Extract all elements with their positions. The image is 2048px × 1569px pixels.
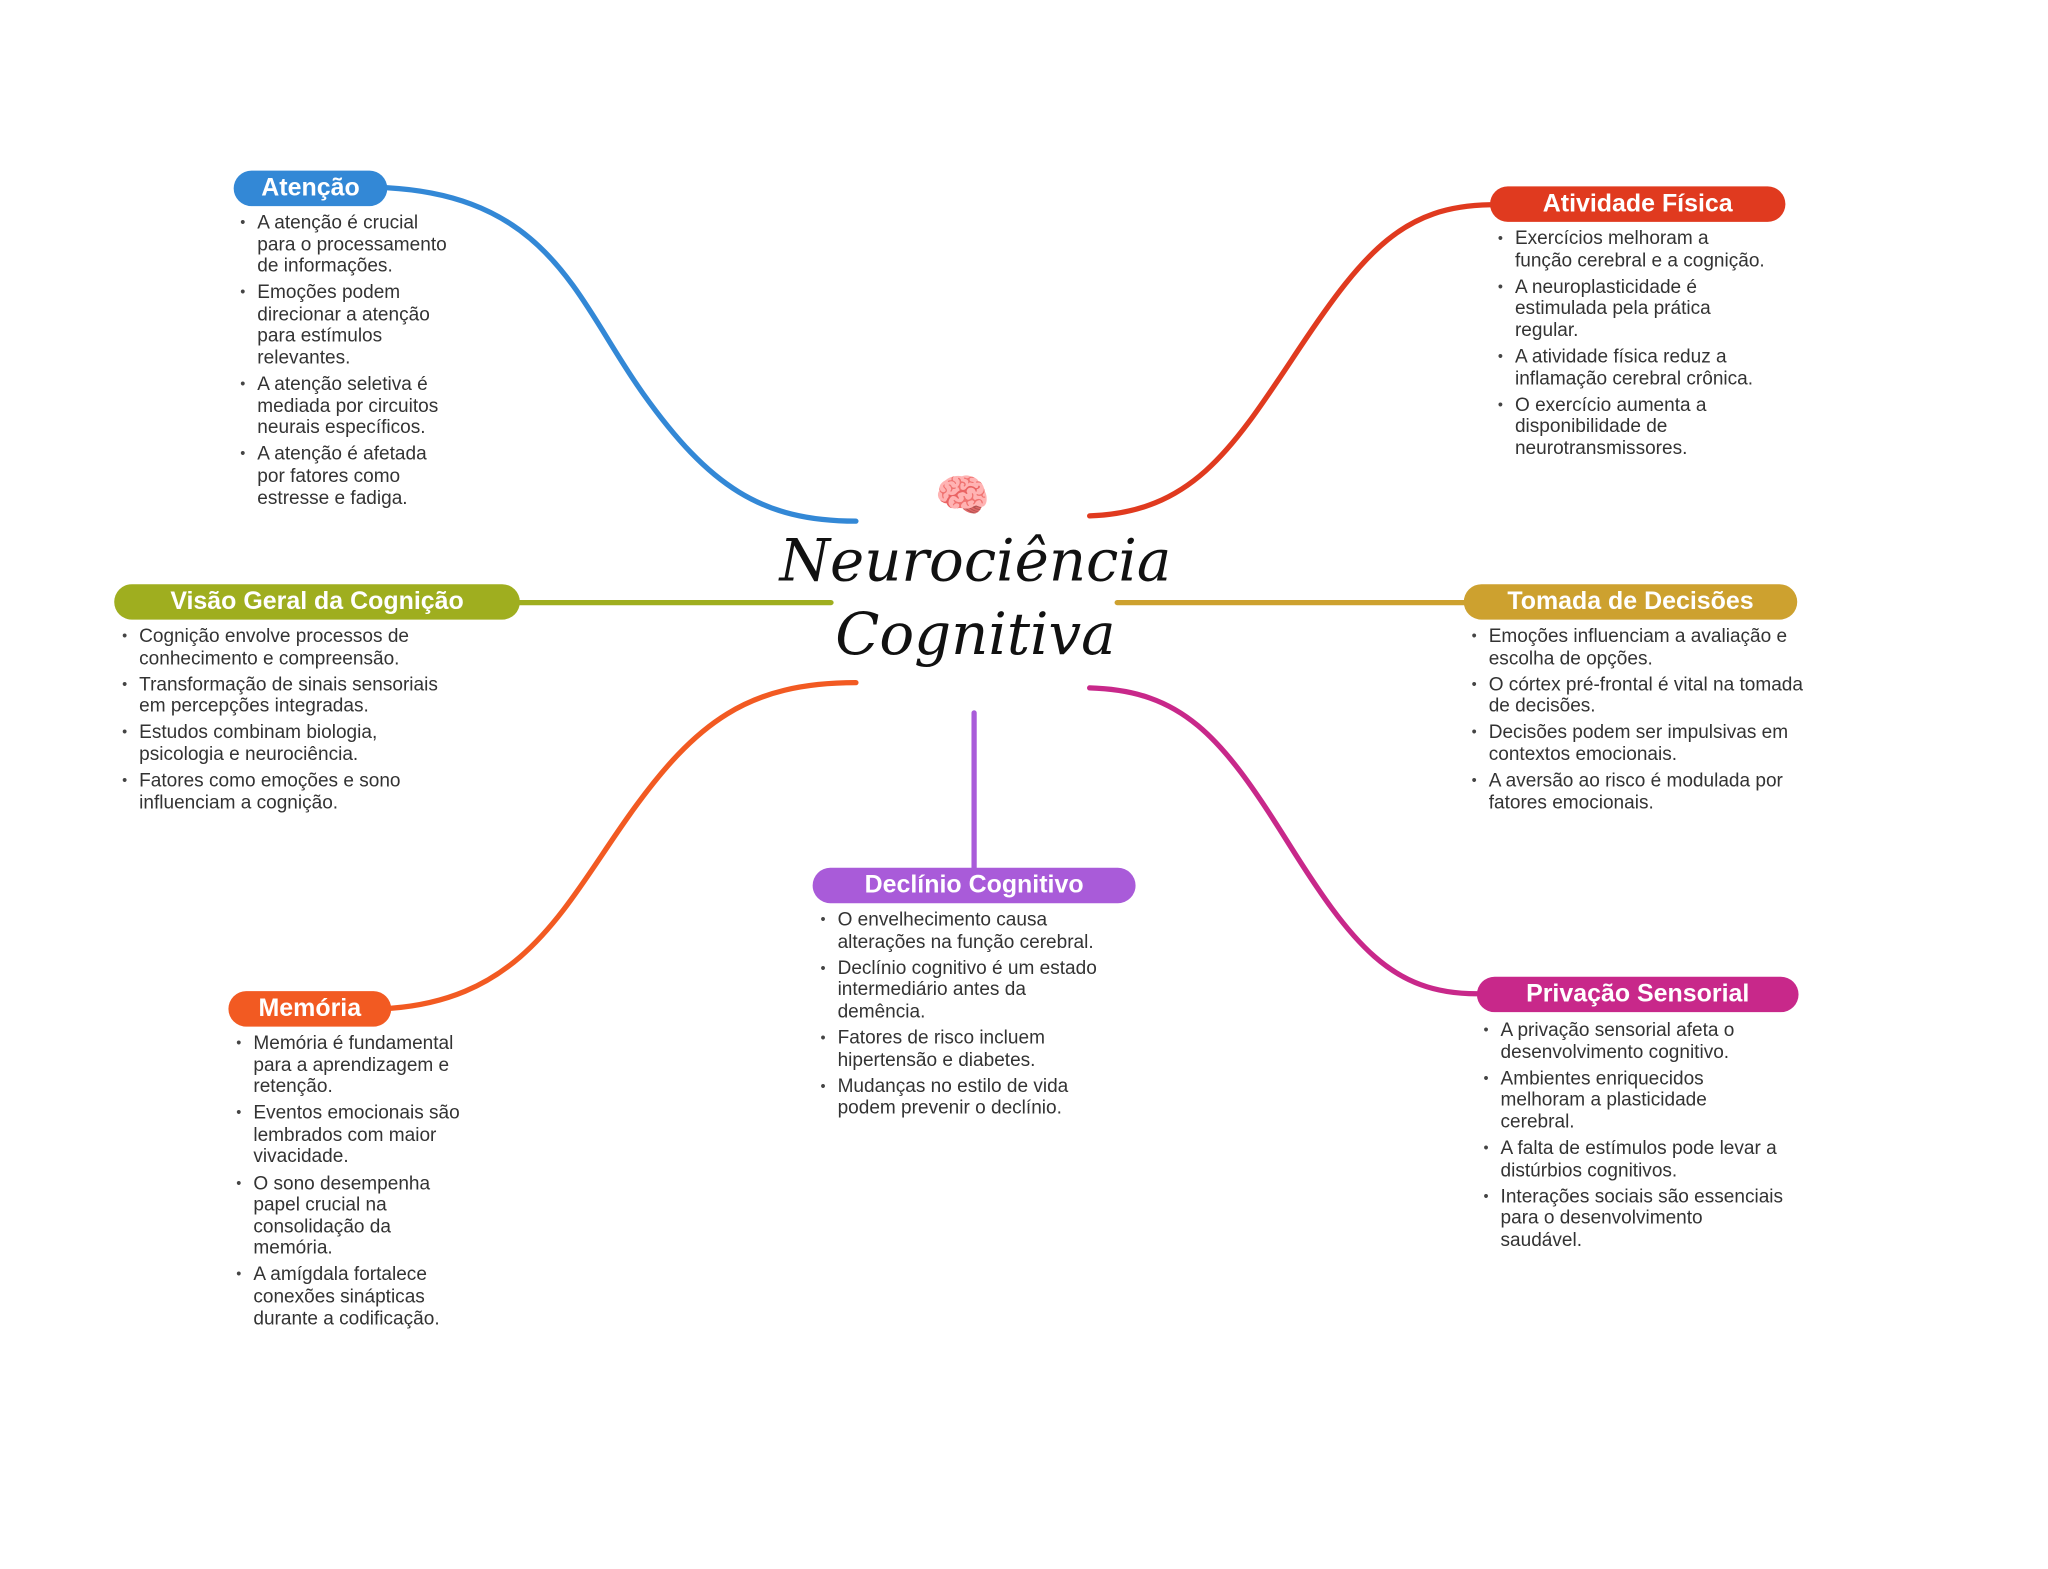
privacao-notes: A privação sensorial afeta o desenvolvim…: [1483, 1020, 1785, 1256]
list-item: O exercício aumenta a disponibilidade de…: [1498, 395, 1767, 460]
list-item: A amígdala fortalece conexões sinápticas…: [236, 1265, 462, 1330]
list-item: A atividade física reduz a inflamação ce…: [1498, 347, 1767, 391]
central-title-line2: Cognitiva: [835, 601, 1116, 669]
list-item: Exercícios melhoram a função cerebral e …: [1498, 228, 1767, 272]
list-item: Memória é fundamental para a aprendizage…: [236, 1033, 462, 1098]
list-item: A atenção seletiva é mediada por circuit…: [240, 374, 450, 439]
list-item: A atenção é crucial para o processamento…: [240, 213, 450, 278]
list-item: Fatores como emoções e sono influenciam …: [122, 771, 466, 815]
list-item: A falta de estímulos pode levar a distúr…: [1483, 1138, 1785, 1182]
list-item: A neuroplasticidade é estimulada pela pr…: [1498, 277, 1767, 342]
atividade-notes: Exercícios melhoram a função cerebral e …: [1498, 228, 1767, 464]
atencao-notes: A atenção é crucial para o processamento…: [240, 213, 450, 515]
list-item: Interações sociais são essenciais para o…: [1483, 1186, 1785, 1251]
topic-visao-geral[interactable]: Visão Geral da Cognição: [114, 584, 520, 620]
brain-icon: 🧠: [934, 471, 991, 522]
topic-atividade-fisica[interactable]: Atividade Física: [1490, 186, 1786, 222]
topic-atencao[interactable]: Atenção: [233, 170, 388, 207]
topic-memoria[interactable]: Memória: [228, 991, 392, 1027]
list-item: Eventos emocionais são lembrados com mai…: [236, 1103, 462, 1168]
topic-declinio-cognitivo[interactable]: Declínio Cognitivo: [812, 867, 1136, 904]
memoria-notes: Memória é fundamental para a aprendizage…: [236, 1033, 462, 1335]
list-item: Cognição envolve processos de conhecimen…: [122, 626, 466, 670]
list-item: Emoções podem direcionar a atenção para …: [240, 283, 450, 370]
link-atencao: [384, 185, 859, 524]
link-privacao: [1086, 685, 1480, 997]
list-item: O sono desempenha papel crucial na conso…: [236, 1173, 462, 1260]
declinio-notes: O envelhecimento causa alterações na fun…: [821, 910, 1116, 1124]
topic-privacao-sensorial[interactable]: Privação Sensorial: [1476, 976, 1799, 1013]
link-atividade: [1086, 202, 1493, 519]
list-item: A atenção é afetada por fatores como est…: [240, 444, 450, 509]
list-item: O córtex pré-frontal é vital na tomada d…: [1472, 674, 1807, 718]
tomada-notes: Emoções influenciam a avaliação e escolh…: [1472, 626, 1807, 819]
link-memoria: [388, 680, 859, 1011]
topic-tomada-decisoes[interactable]: Tomada de Decisões: [1463, 584, 1798, 620]
list-item: A aversão ao risco é modulada por fatore…: [1472, 771, 1807, 815]
list-item: Ambientes enriquecidos melhoram a plasti…: [1483, 1068, 1785, 1133]
list-item: A privação sensorial afeta o desenvolvim…: [1483, 1020, 1785, 1064]
list-item: Estudos combinam biologia, psicologia e …: [122, 723, 466, 767]
list-item: Transformação de sinais sensoriais em pe…: [122, 674, 466, 718]
visao-notes: Cognição envolve processos de conhecimen…: [122, 626, 466, 819]
list-item: Mudanças no estilo de vida podem preveni…: [821, 1076, 1116, 1120]
central-title-line1: Neurociência: [779, 527, 1172, 595]
list-item: Emoções influenciam a avaliação e escolh…: [1472, 626, 1807, 670]
list-item: Fatores de risco incluem hipertensão e d…: [821, 1028, 1116, 1072]
list-item: Declínio cognitivo é um estado intermedi…: [821, 958, 1116, 1023]
list-item: Decisões podem ser impulsivas em context…: [1472, 723, 1807, 767]
list-item: O envelhecimento causa alterações na fun…: [821, 910, 1116, 954]
